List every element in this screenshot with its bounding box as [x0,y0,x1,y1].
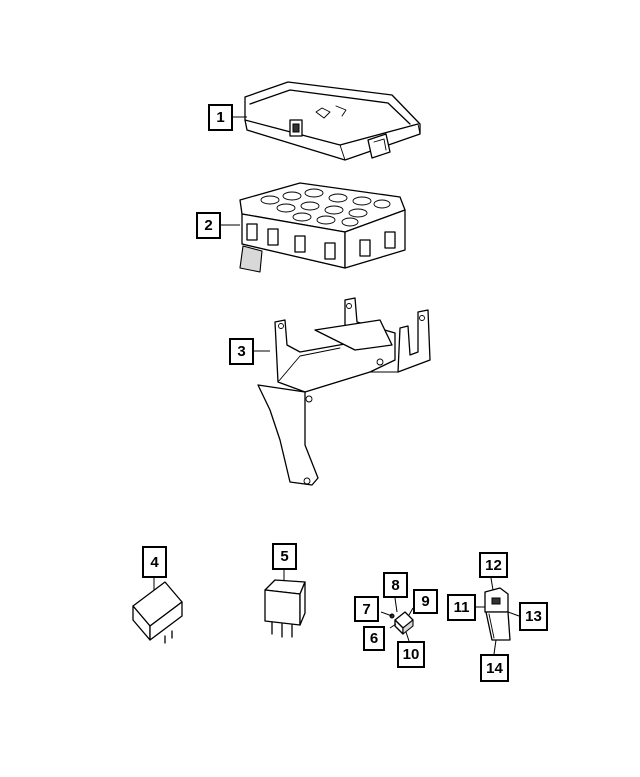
power-distribution-center-icon [239,182,406,273]
callout-5: 5 [272,543,297,570]
callout-3: 3 [229,338,254,365]
cartridge-fuse-icon [484,587,511,641]
callout-13: 13 [519,602,548,631]
callout-10: 10 [397,641,425,668]
callout-6: 6 [363,626,385,651]
relay-cube-icon [132,581,183,644]
callout-14: 14 [480,654,509,682]
callout-9: 9 [413,589,438,614]
callout-7: 7 [354,596,379,622]
callout-4: 4 [142,546,167,578]
leader-lines [153,116,520,655]
mini-relay-icon [264,579,306,638]
mini-fuse-icon [389,611,414,635]
callout-1: 1 [208,104,233,131]
mounting-bracket-icon [257,297,431,486]
callout-12: 12 [479,552,508,578]
callout-11: 11 [447,594,476,621]
callout-2: 2 [196,212,221,239]
fuse-box-cover-icon [244,81,421,161]
callout-8: 8 [383,572,408,598]
